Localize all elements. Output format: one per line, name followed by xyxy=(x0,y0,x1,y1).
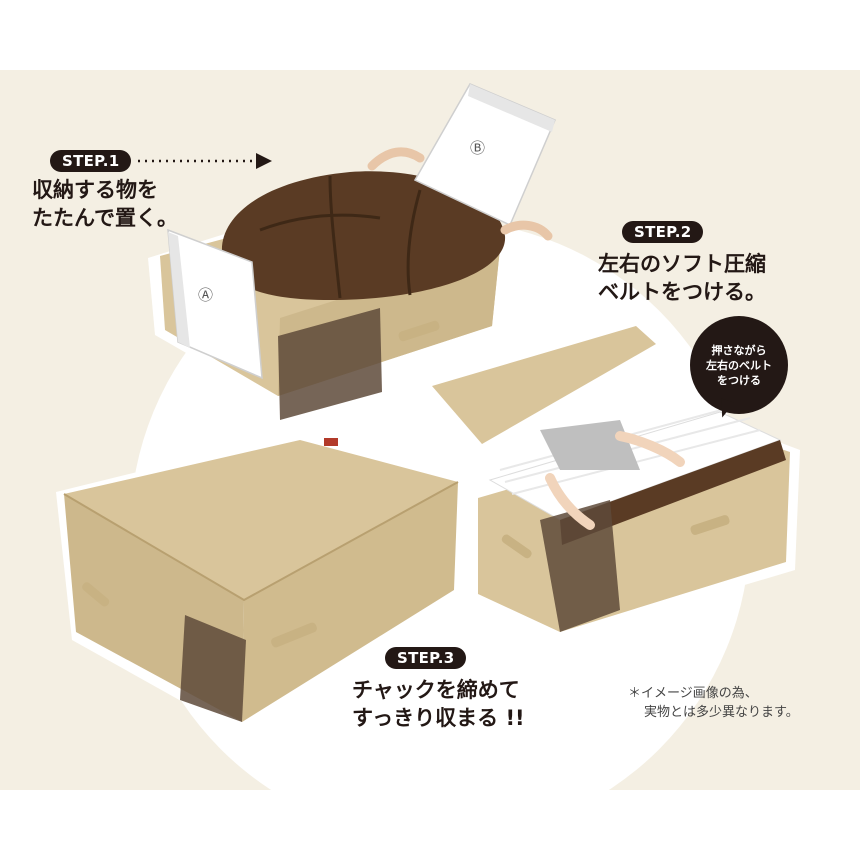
box-lid xyxy=(64,440,458,600)
folded-item xyxy=(221,171,506,300)
step3-badge: STEP.3 xyxy=(385,647,467,669)
step2-instruction: 左右のソフト圧縮 ベルトをつける。 xyxy=(598,252,766,304)
compression-belt xyxy=(540,420,640,470)
sheet-b-label: Ⓑ xyxy=(470,139,486,157)
step1-badge: STEP.1 xyxy=(50,150,132,172)
step2-badge: STEP.2 xyxy=(622,221,704,243)
storage-box-illustration xyxy=(56,83,800,735)
step2-box xyxy=(425,318,800,640)
sheet-a-label: Ⓐ xyxy=(198,286,214,304)
step1-box xyxy=(148,83,556,420)
step1-instruction: 収納する物を たたんで置く。 xyxy=(32,178,178,230)
disclaimer-note: ＊イメージ画像の為、 実物とは多少異なります。 xyxy=(628,686,799,720)
illustration-panel xyxy=(0,70,860,790)
speech-bubble: 押さながら 左右のベルト をつける xyxy=(690,316,788,414)
step3-instruction: チャックを締めて すっきり収まる !! xyxy=(352,678,525,730)
step3-box xyxy=(56,432,465,735)
arrow-head-icon xyxy=(256,153,272,169)
